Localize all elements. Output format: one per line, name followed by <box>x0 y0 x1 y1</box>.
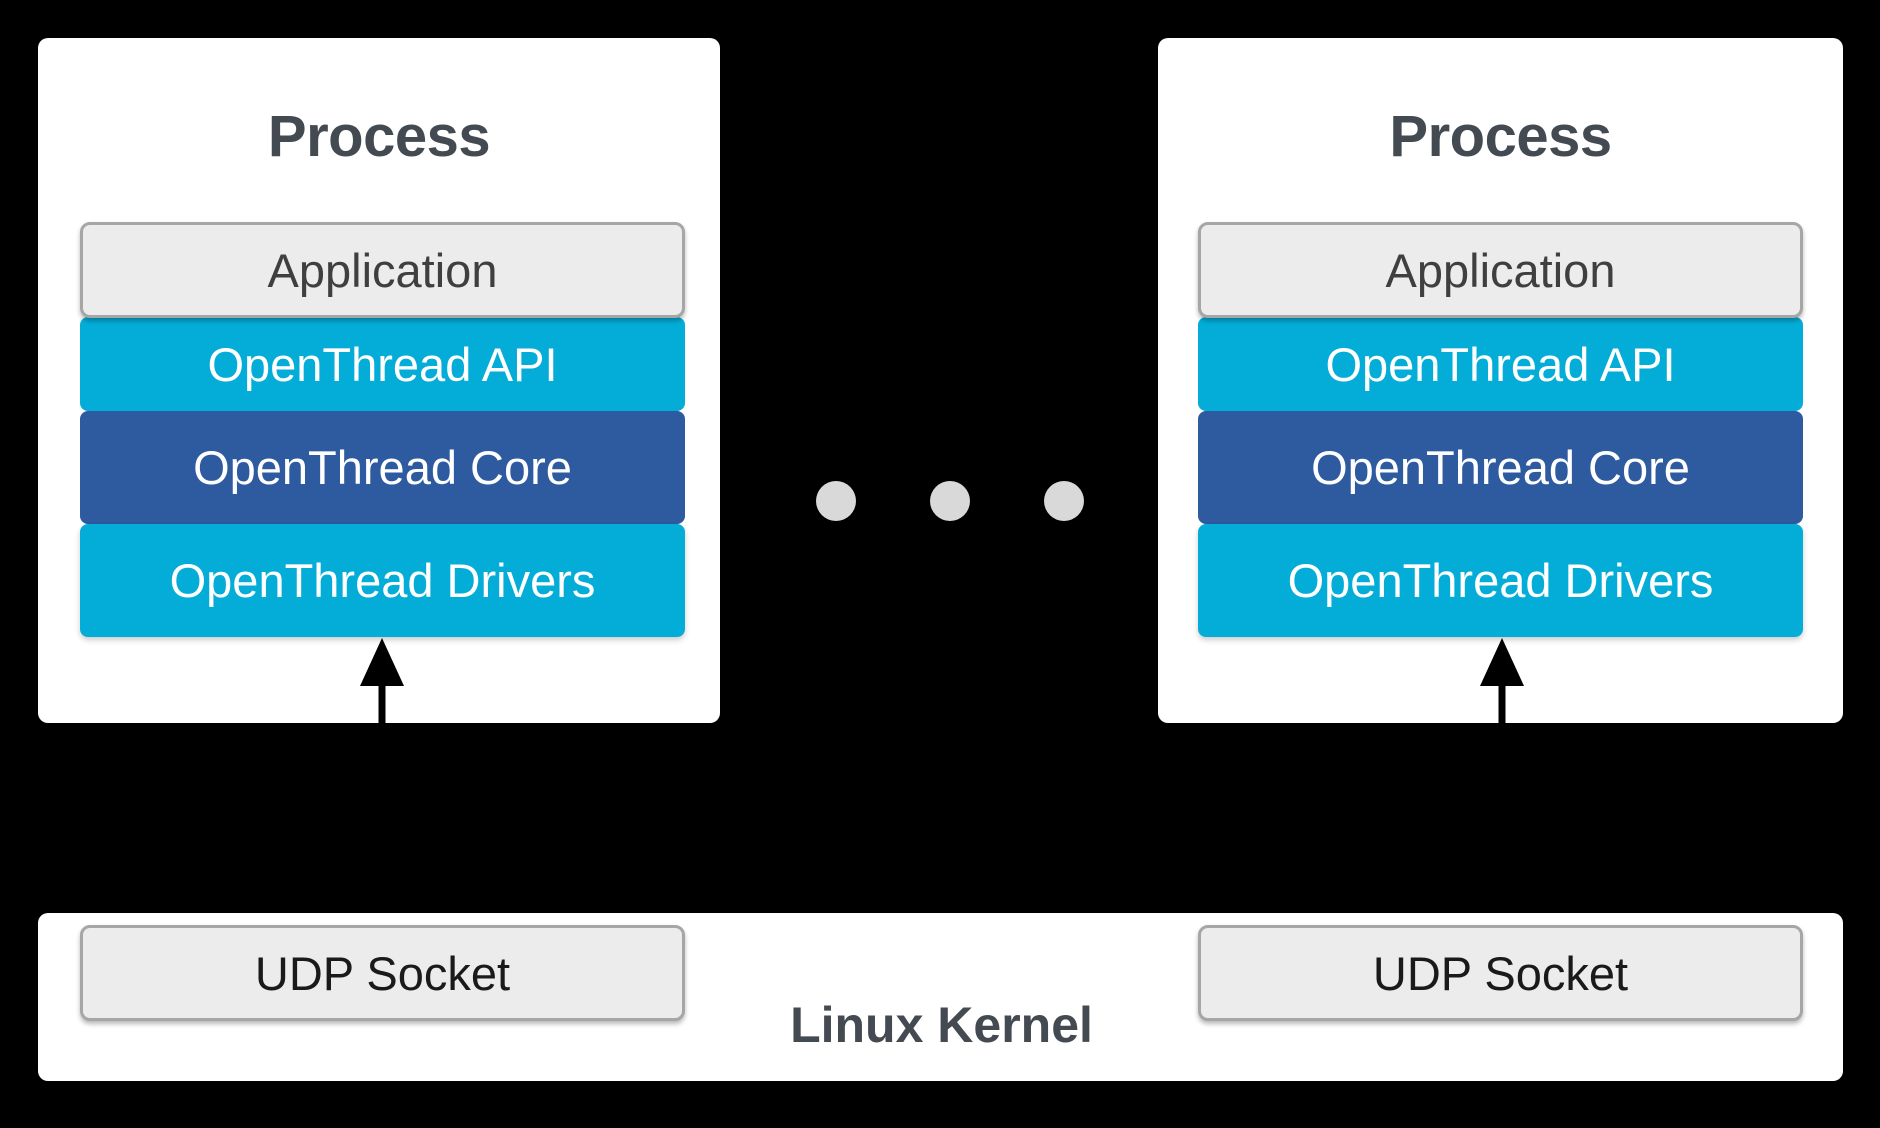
layer-openthread-api-right: OpenThread API <box>1198 317 1803 411</box>
layer-label: Application <box>1385 243 1616 297</box>
ellipsis-dot-3 <box>1044 481 1084 521</box>
ellipsis-dot-1 <box>816 481 856 521</box>
layer-openthread-api-left: OpenThread API <box>80 317 685 411</box>
layer-openthread-drivers-left: OpenThread Drivers <box>80 524 685 637</box>
udp-socket-box-left: UDP Socket <box>80 925 685 1021</box>
udp-socket-box-right: UDP Socket <box>1198 925 1803 1021</box>
layer-label: OpenThread Core <box>1311 441 1690 494</box>
process-title-left: Process <box>267 104 491 169</box>
layer-label: Application <box>267 243 498 297</box>
udp-socket-label: UDP Socket <box>1372 946 1629 1000</box>
layer-label: OpenThread API <box>1325 337 1676 391</box>
layer-label: OpenThread Drivers <box>169 554 596 607</box>
ellipsis-dot-2 <box>930 481 970 521</box>
layer-openthread-core-right: OpenThread Core <box>1198 411 1803 524</box>
udp-socket-label: UDP Socket <box>254 946 511 1000</box>
layer-label: OpenThread Drivers <box>1287 554 1714 607</box>
layer-label: OpenThread Core <box>193 441 572 494</box>
arrow-udp-to-drivers-left <box>360 638 404 728</box>
process-title-right: Process <box>1389 104 1612 169</box>
kernel-title: Linux Kernel <box>790 997 1093 1053</box>
layer-openthread-core-left: OpenThread Core <box>80 411 685 524</box>
layer-application-right: Application <box>1198 222 1803 318</box>
layer-label: OpenThread API <box>207 337 558 391</box>
layer-openthread-drivers-right: OpenThread Drivers <box>1198 524 1803 637</box>
arrow-udp-to-drivers-right <box>1480 638 1524 728</box>
layer-application-left: Application <box>80 222 685 318</box>
